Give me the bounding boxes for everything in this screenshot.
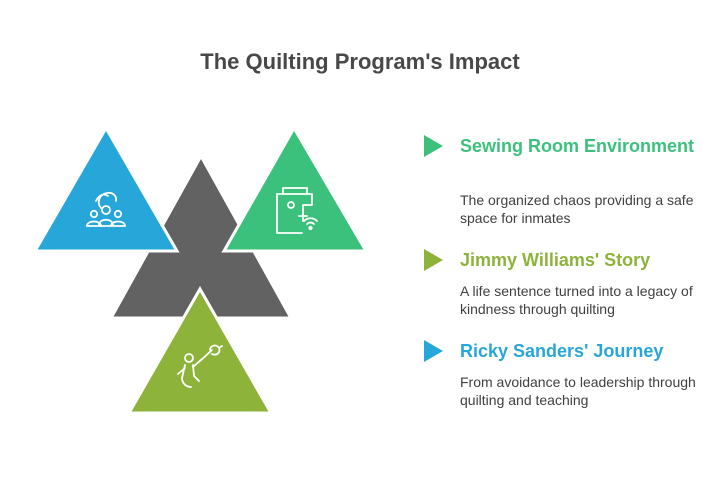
- arrow-icon: [424, 340, 443, 362]
- arrow-icon: [424, 249, 443, 271]
- item-heading: Sewing Room Environment: [460, 136, 695, 156]
- item-heading: Ricky Sanders' Journey: [460, 341, 664, 361]
- item-description: A life sentence turned into a legacy of …: [460, 283, 693, 317]
- olive-triangle: [126, 285, 274, 415]
- triangle-diagram: [32, 124, 369, 415]
- item-description: From avoidance to leadership through qui…: [460, 374, 696, 408]
- item-description: The organized chaos providing a safe spa…: [460, 192, 694, 226]
- sewing-machine-icon: [276, 187, 318, 234]
- arrow-icon: [424, 135, 443, 157]
- traveler-bindle-icon: [177, 344, 223, 388]
- green-triangle: [221, 124, 369, 253]
- item-heading: Jimmy Williams' Story: [460, 250, 651, 270]
- group-people-icon: [86, 191, 126, 227]
- blue-triangle: [32, 124, 180, 253]
- page-title: The Quilting Program's Impact: [200, 49, 520, 74]
